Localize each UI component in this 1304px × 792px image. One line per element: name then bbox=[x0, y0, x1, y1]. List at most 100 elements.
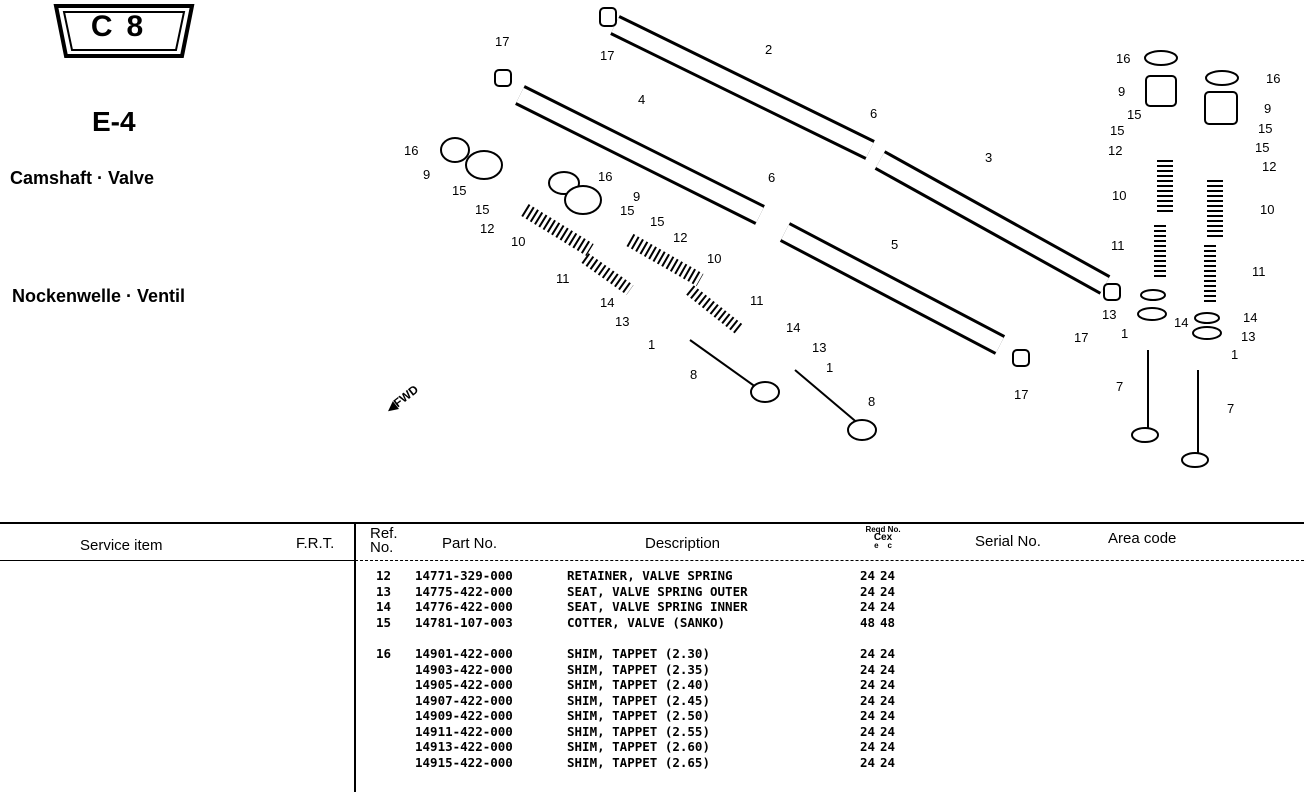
cell-qc: 48 bbox=[880, 614, 896, 630]
cell-part: 14909-422-000 bbox=[415, 708, 513, 723]
title-english: Camshaft · Valve bbox=[10, 168, 155, 188]
callout-label: 6 bbox=[870, 106, 877, 121]
cell-desc: SHIM, TAPPET (2.55) bbox=[567, 723, 710, 739]
callout-label: 15 bbox=[650, 214, 664, 229]
table-top-rule bbox=[0, 522, 1304, 524]
header-ref-no: Ref. No. bbox=[370, 525, 398, 556]
callout-label: 15 bbox=[620, 203, 634, 218]
callout-label: 9 bbox=[633, 189, 640, 204]
callout-label: 10 bbox=[511, 234, 525, 249]
callout-label: 14 bbox=[1174, 315, 1188, 330]
callout-label: 2 bbox=[765, 42, 772, 57]
callout-label: 11 bbox=[556, 271, 570, 286]
reqd-label: Reqd No. bbox=[865, 525, 901, 534]
callout-label: 15 bbox=[1258, 121, 1272, 136]
callout-label: 8 bbox=[690, 367, 697, 382]
cell-part: 14915-422-000 bbox=[415, 754, 513, 770]
header-description: Description bbox=[645, 535, 721, 552]
callout-label: 11 bbox=[1111, 238, 1125, 253]
cell-ref: 16 bbox=[376, 646, 392, 661]
cell-qe: 24 bbox=[860, 568, 876, 583]
callout-label: 11 bbox=[750, 293, 764, 308]
camshaft-3-icon bbox=[874, 150, 1111, 295]
cell-qc: 24 bbox=[880, 661, 896, 677]
col-c: c bbox=[887, 541, 892, 550]
callout-label: 14 bbox=[600, 295, 614, 310]
header-frt: F.R.T. bbox=[296, 535, 335, 552]
cell-qe: 24 bbox=[860, 646, 876, 661]
callout-label: 17 bbox=[495, 34, 509, 49]
callout-label: 17 bbox=[1074, 330, 1088, 345]
cell-part: 14775-422-000 bbox=[415, 583, 513, 599]
cell-desc: SHIM, TAPPET (2.35) bbox=[567, 661, 710, 677]
callout-label: 5 bbox=[891, 237, 898, 252]
valve-spring-icons bbox=[521, 160, 1223, 335]
header-serial-no: Serial No. bbox=[975, 533, 1041, 550]
cell-qe: 24 bbox=[860, 708, 876, 723]
callout-label: 13 bbox=[1241, 329, 1255, 344]
table-header-rule bbox=[355, 560, 1304, 561]
camshaft-4-icon bbox=[515, 85, 765, 225]
cell-desc: SHIM, TAPPET (2.60) bbox=[567, 739, 710, 754]
callout-label: 1 bbox=[648, 337, 655, 352]
callout-label: 10 bbox=[1260, 202, 1274, 217]
callout-label: 9 bbox=[1118, 84, 1125, 99]
cell-desc: SHIM, TAPPET (2.65) bbox=[567, 754, 710, 770]
callout-label: 6 bbox=[768, 170, 775, 185]
cell-ref: 13 bbox=[376, 583, 392, 599]
cell-ref: 15 bbox=[376, 614, 392, 630]
table-divider bbox=[354, 522, 356, 792]
cell-qc: 24 bbox=[880, 677, 896, 692]
callout-label: 1 bbox=[826, 360, 833, 375]
callout-label: 8 bbox=[868, 394, 875, 409]
callout-label: 16 bbox=[404, 143, 418, 158]
table-header-rule bbox=[0, 560, 355, 561]
cell-desc: RETAINER, VALVE SPRING bbox=[567, 568, 733, 583]
cell-qe: 24 bbox=[860, 661, 876, 677]
callout-label: 12 bbox=[1262, 159, 1276, 174]
cell-qc: 24 bbox=[880, 599, 896, 614]
cell-qc: 24 bbox=[880, 754, 896, 770]
callout-label: 3 bbox=[985, 150, 992, 165]
cell-qc: 24 bbox=[880, 692, 896, 708]
cell-part: 14903-422-000 bbox=[415, 661, 513, 677]
callout-label: 1 bbox=[1121, 326, 1128, 341]
reqd-cols: e c bbox=[848, 542, 918, 550]
callout-label: 15 bbox=[1127, 107, 1141, 122]
cell-part: 14905-422-000 bbox=[415, 677, 513, 692]
cell-part: 14911-422-000 bbox=[415, 723, 513, 739]
cell-qc: 24 bbox=[880, 708, 896, 723]
reqd-sub: Cex bbox=[873, 532, 893, 543]
cell-desc: SHIM, TAPPET (2.30) bbox=[567, 646, 710, 661]
cell-qe: 24 bbox=[860, 599, 876, 614]
callout-label: 13 bbox=[1102, 307, 1116, 322]
cell-desc: SHIM, TAPPET (2.40) bbox=[567, 677, 710, 692]
callout-label: 17 bbox=[600, 48, 614, 63]
callout-label: 16 bbox=[1116, 51, 1130, 66]
cell-desc: COTTER, VALVE (SANKO) bbox=[567, 614, 726, 630]
cell-part: 14771-329-000 bbox=[415, 568, 513, 583]
camshaft-5-icon bbox=[779, 222, 1006, 355]
callout-label: 9 bbox=[1264, 101, 1271, 116]
callout-label: 10 bbox=[1112, 188, 1126, 203]
callout-label: 14 bbox=[786, 320, 800, 335]
callout-label: 15 bbox=[1255, 140, 1269, 155]
section-badge-icon bbox=[53, 4, 195, 58]
title-german: Nockenwelle · Ventil bbox=[12, 286, 186, 306]
callout-label: 15 bbox=[452, 183, 466, 198]
callout-label: 15 bbox=[1110, 123, 1124, 138]
callout-label: 14 bbox=[1243, 310, 1257, 325]
callout-label: 13 bbox=[812, 340, 826, 355]
callout-label: 4 bbox=[638, 92, 645, 107]
callout-label: 12 bbox=[673, 230, 687, 245]
cell-part: 14901-422-000 bbox=[415, 646, 513, 661]
camshaft-2-icon bbox=[610, 15, 875, 160]
col-e: e bbox=[874, 541, 879, 550]
header-reqd-no: Reqd No. Cex e c bbox=[848, 526, 918, 550]
cell-part: 14913-422-000 bbox=[415, 739, 513, 754]
cell-desc: SHIM, TAPPET (2.50) bbox=[567, 708, 710, 723]
callout-label: 15 bbox=[475, 202, 489, 217]
section-code: E-4 bbox=[92, 106, 136, 137]
